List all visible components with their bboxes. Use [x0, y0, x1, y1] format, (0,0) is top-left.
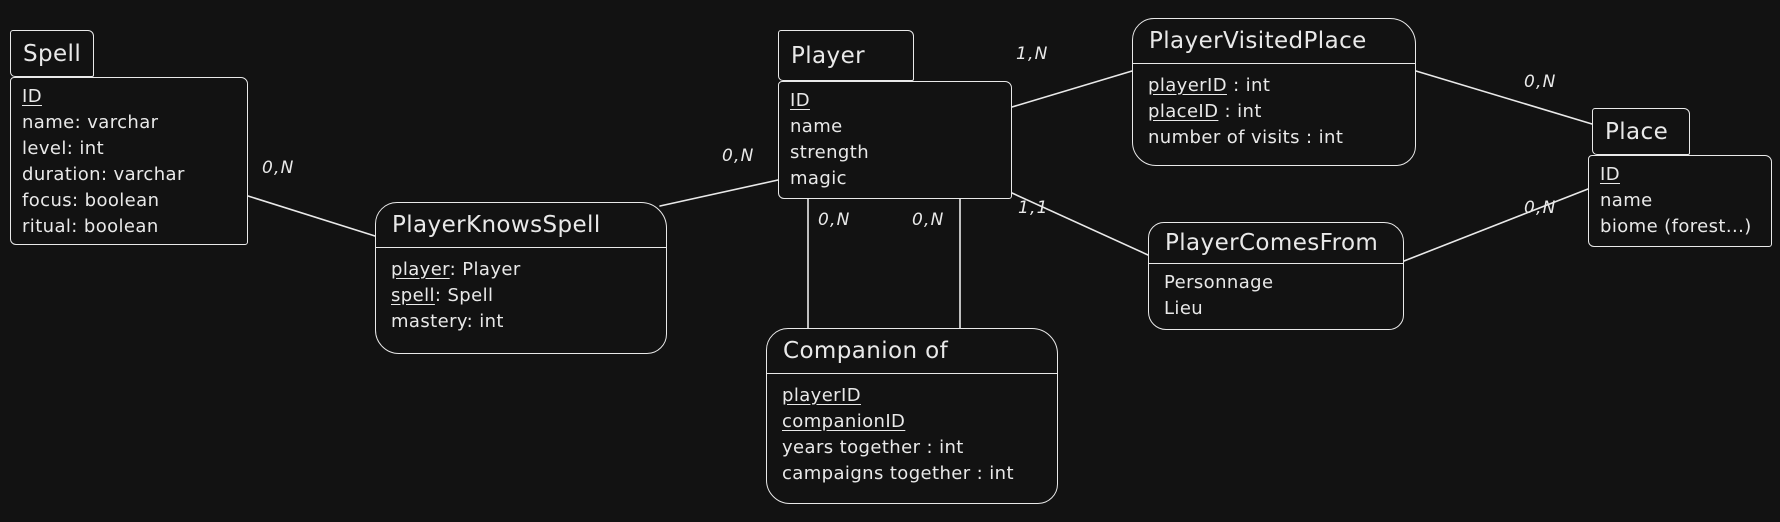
relation-title: PlayerKnowsSpell	[376, 203, 666, 248]
attribute-row: number of visits : int	[1148, 125, 1400, 151]
attribute-key: companionID	[782, 411, 906, 432]
attribute-row: strength	[790, 140, 1000, 166]
attribute-row: duration: varchar	[22, 162, 236, 188]
relation-playervisitedplace[interactable]: PlayerVisitedPlace playerID : int placeI…	[1132, 18, 1416, 166]
relation-attributes: playerID : int placeID : int number of v…	[1133, 64, 1415, 160]
entity-title: Player	[791, 42, 865, 69]
attribute-row: ID	[22, 84, 236, 110]
cardinality-label[interactable]: 1,N	[1016, 44, 1049, 64]
cardinality-label[interactable]: 1,1	[1018, 198, 1049, 218]
attribute-row: playerID	[782, 383, 1042, 409]
cardinality-label[interactable]: 0,N	[262, 158, 295, 178]
entity-place-body[interactable]: ID name biome (forest...)	[1588, 155, 1772, 247]
relation-playercomesfrom[interactable]: PlayerComesFrom Personnage Lieu	[1148, 222, 1404, 330]
relation-title: Companion of	[767, 329, 1057, 374]
relation-attributes: Personnage Lieu	[1149, 264, 1403, 328]
attribute-text: : int	[1226, 75, 1271, 96]
attribute-row: ID	[790, 88, 1000, 114]
attribute-text: campaigns together : int	[782, 463, 1014, 484]
entity-place-title-tab[interactable]: Place	[1592, 108, 1690, 155]
entity-title: Place	[1605, 118, 1669, 145]
entity-title: Spell	[23, 40, 82, 67]
attribute-text: duration: varchar	[22, 164, 185, 185]
relation-companionof[interactable]: Companion of playerID companionID years …	[766, 328, 1058, 504]
attribute-text: name	[1600, 190, 1653, 211]
attribute-text: ritual: boolean	[22, 216, 159, 237]
attribute-row: campaigns together : int	[782, 461, 1042, 487]
attribute-key: playerID	[1148, 75, 1227, 96]
attribute-key: placeID	[1148, 101, 1219, 122]
attribute-key: playerID	[782, 385, 861, 406]
attribute-text: : Spell	[434, 285, 494, 306]
attribute-row: companionID	[782, 409, 1042, 435]
attribute-row: placeID : int	[1148, 99, 1400, 125]
edge-spell-playerknowsspell[interactable]	[247, 195, 376, 237]
attribute-row: level: int	[22, 136, 236, 162]
attribute-key: ID	[790, 90, 810, 111]
attribute-text: focus: boolean	[22, 190, 160, 211]
relation-attributes: playerID companionID years together : in…	[767, 374, 1057, 496]
attribute-text: biome (forest...)	[1600, 216, 1752, 237]
cardinality-label[interactable]: 0,N	[912, 210, 945, 230]
edge-player-playercomesfrom[interactable]	[1011, 192, 1149, 256]
attribute-text: magic	[790, 168, 847, 189]
attribute-row: magic	[790, 166, 1000, 192]
attribute-row: name	[1600, 188, 1760, 214]
edge-playerknowsspell-player[interactable]	[659, 179, 779, 207]
cardinality-label[interactable]: 0,N	[1524, 72, 1557, 92]
attribute-key: ID	[22, 86, 42, 107]
entity-player-body[interactable]: ID name strength magic	[778, 81, 1012, 199]
attribute-row: ritual: boolean	[22, 214, 236, 240]
relation-title: PlayerVisitedPlace	[1133, 19, 1415, 64]
attribute-row: biome (forest...)	[1600, 214, 1760, 240]
attribute-text: mastery: int	[391, 311, 504, 332]
entity-spell-body[interactable]: ID name: varchar level: int duration: va…	[10, 77, 248, 245]
attribute-row: ID	[1600, 162, 1760, 188]
attribute-row: mastery: int	[391, 309, 651, 335]
entity-spell-title-tab[interactable]: Spell	[10, 30, 94, 77]
attribute-text: name	[790, 116, 843, 137]
attribute-text: : int	[1218, 101, 1262, 122]
attribute-row: focus: boolean	[22, 188, 236, 214]
attribute-key: player	[391, 259, 450, 280]
entity-player-title-tab[interactable]: Player	[778, 30, 914, 81]
attribute-key: ID	[1600, 164, 1620, 185]
attribute-text: : Player	[449, 259, 521, 280]
cardinality-label[interactable]: 0,N	[722, 146, 755, 166]
attribute-row: years together : int	[782, 435, 1042, 461]
attribute-text: years together : int	[782, 437, 964, 458]
edge-playervisitedplace-place[interactable]	[1415, 70, 1593, 125]
relation-attributes: player: Player spell: Spell mastery: int	[376, 248, 666, 344]
attribute-row: name	[790, 114, 1000, 140]
attribute-text: number of visits : int	[1148, 127, 1344, 148]
attribute-row: playerID : int	[1148, 73, 1400, 99]
attribute-text: level: int	[22, 138, 105, 159]
attribute-key: spell	[391, 285, 435, 306]
attribute-row: player: Player	[391, 257, 651, 283]
cardinality-label[interactable]: 0,N	[1524, 198, 1557, 218]
edge-player-playervisitedplace[interactable]	[1011, 70, 1133, 108]
attribute-text: strength	[790, 142, 870, 163]
edge-playercomesfrom-place[interactable]	[1403, 188, 1589, 262]
attribute-row: Lieu	[1164, 296, 1388, 322]
attribute-row: Personnage	[1164, 270, 1388, 296]
relation-playerknowsspell[interactable]: PlayerKnowsSpell player: Player spell: S…	[375, 202, 667, 354]
attribute-text: Personnage	[1164, 272, 1274, 293]
attribute-row: name: varchar	[22, 110, 236, 136]
attribute-text: Lieu	[1164, 298, 1204, 319]
cardinality-label[interactable]: 0,N	[818, 210, 851, 230]
relation-title: PlayerComesFrom	[1149, 223, 1403, 264]
attribute-text: name: varchar	[22, 112, 159, 133]
attribute-row: spell: Spell	[391, 283, 651, 309]
